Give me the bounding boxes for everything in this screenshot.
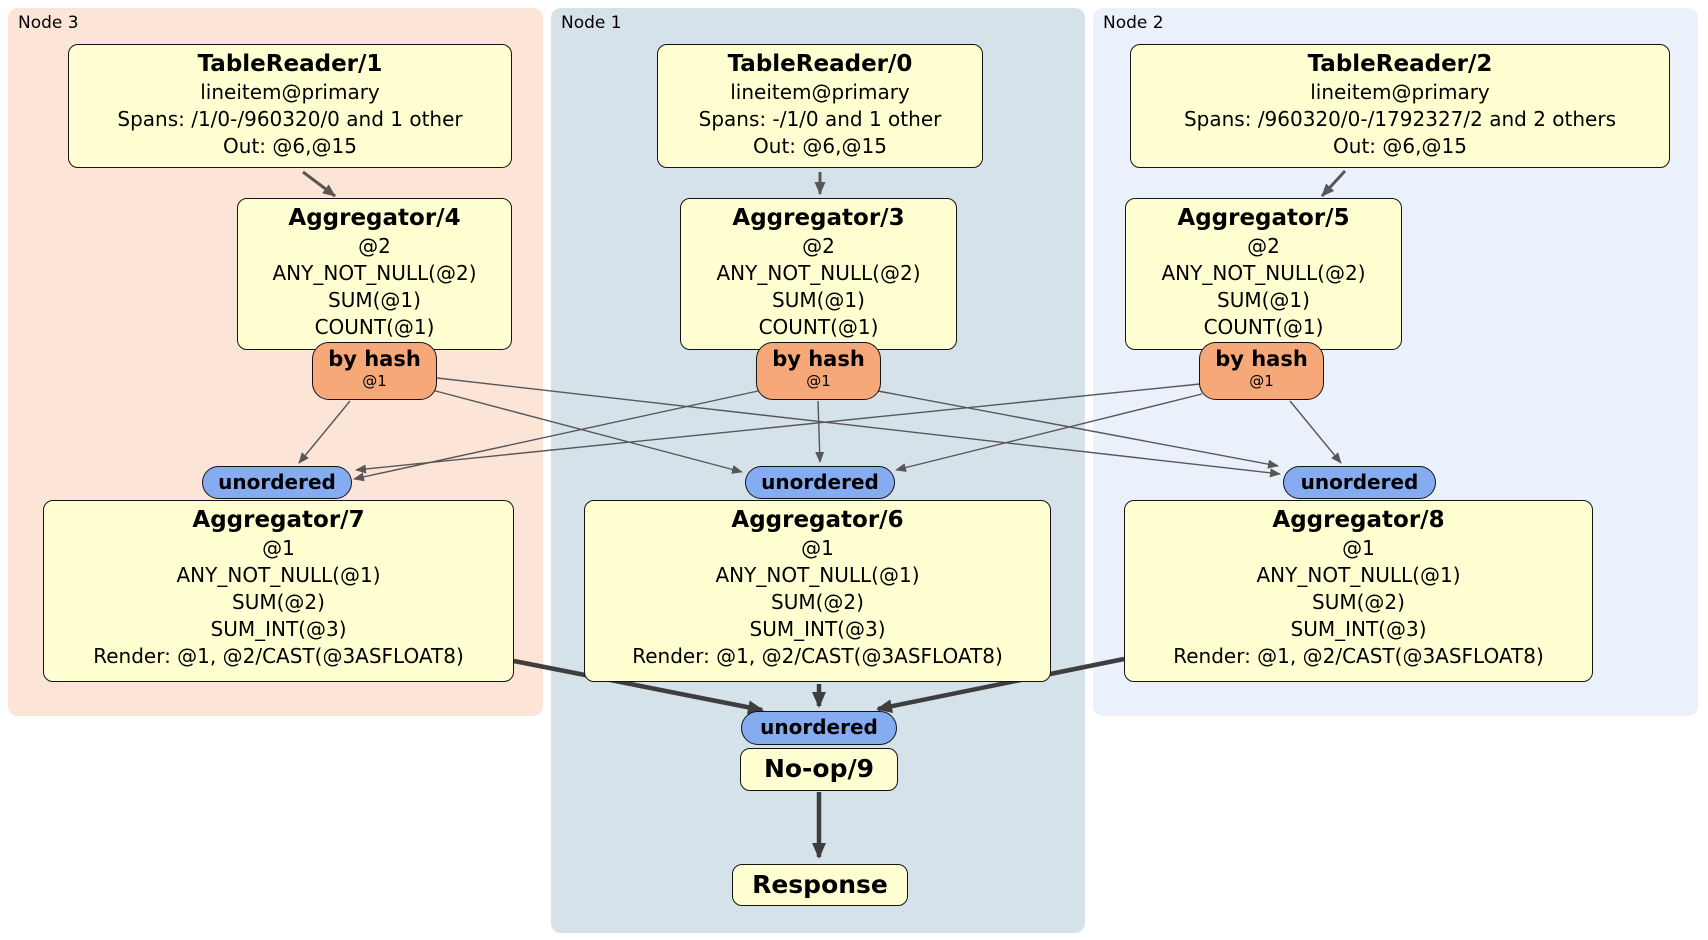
edge-hash5-sync8	[1289, 400, 1342, 464]
processor-title: TableReader/1	[197, 51, 383, 77]
processor-title: Aggregator/3	[732, 205, 905, 231]
processor-aggregator7: Aggregator/7 @1 ANY_NOT_NULL(@1) SUM(@2)…	[43, 500, 514, 682]
processor-detail: Render: @1, @2/CAST(@3ASFLOAT8)	[632, 644, 1003, 668]
processor-aggregator5: Aggregator/5 @2 ANY_NOT_NULL(@2) SUM(@1)…	[1125, 198, 1402, 350]
region-label-node3: Node 3	[18, 13, 79, 33]
edge-hash5-sync6	[895, 393, 1203, 472]
edge-hash4-sync6	[431, 389, 743, 474]
edge-tablereader1-aggregator4	[302, 170, 336, 198]
sync-unordered-6: unordered	[745, 466, 895, 499]
processor-detail: @2	[1247, 234, 1280, 258]
processor-tablereader0: TableReader/0 lineitem@primary Spans: -/…	[657, 44, 983, 168]
processor-title: Aggregator/5	[1177, 205, 1350, 231]
processor-detail: COUNT(@1)	[758, 315, 879, 339]
edge-hash3-sync6	[815, 400, 825, 463]
processor-detail: SUM(@1)	[328, 288, 421, 312]
processor-detail: ANY_NOT_NULL(@2)	[1161, 261, 1366, 285]
router-label: by hash	[328, 347, 421, 371]
processor-detail: COUNT(@1)	[314, 315, 435, 339]
processor-detail: SUM_INT(@3)	[210, 617, 347, 641]
processor-title: Aggregator/6	[731, 507, 904, 533]
processor-aggregator6: Aggregator/6 @1 ANY_NOT_NULL(@1) SUM(@2)…	[584, 500, 1051, 682]
processor-detail: ANY_NOT_NULL(@2)	[716, 261, 921, 285]
processor-detail: Out: @6,@15	[753, 134, 887, 158]
router-hash5: by hash @1	[1199, 342, 1324, 400]
router-hash4: by hash @1	[312, 342, 437, 400]
sync-unordered-final: unordered	[741, 711, 897, 745]
sync-unordered-8: unordered	[1283, 466, 1436, 499]
processor-title: TableReader/2	[1307, 51, 1493, 77]
processor-detail: Render: @1, @2/CAST(@3ASFLOAT8)	[93, 644, 464, 668]
processor-detail: SUM(@2)	[1312, 590, 1405, 614]
processor-tablereader2: TableReader/2 lineitem@primary Spans: /9…	[1130, 44, 1670, 168]
processor-detail: SUM(@2)	[771, 590, 864, 614]
processor-detail: ANY_NOT_NULL(@1)	[176, 563, 381, 587]
processor-noop: No-op/9	[740, 748, 898, 791]
region-label-node2: Node 2	[1103, 13, 1164, 33]
processor-aggregator4: Aggregator/4 @2 ANY_NOT_NULL(@2) SUM(@1)…	[237, 198, 512, 350]
processor-detail: COUNT(@1)	[1203, 315, 1324, 339]
edge-aggregator7-syncfinal	[513, 658, 764, 715]
edge-hash3-sync7	[353, 390, 759, 482]
router-hash3: by hash @1	[756, 342, 881, 400]
processor-detail: Out: @6,@15	[1333, 134, 1467, 158]
router-label: by hash	[772, 347, 865, 371]
edge-tablereader2-aggregator5	[1320, 169, 1347, 198]
processor-aggregator8: Aggregator/8 @1 ANY_NOT_NULL(@1) SUM(@2)…	[1124, 500, 1593, 682]
processor-detail: SUM(@1)	[1217, 288, 1310, 312]
processor-detail: lineitem@primary	[730, 80, 910, 104]
processor-title: TableReader/0	[727, 51, 913, 77]
processor-detail: Out: @6,@15	[223, 134, 357, 158]
processor-detail: @1	[262, 536, 295, 560]
edge-aggregator8-syncfinal	[876, 656, 1125, 714]
edge-hash5-sync7	[355, 383, 1201, 474]
processor-detail: Spans: /1/0-/960320/0 and 1 other	[117, 107, 463, 131]
processor-detail: @1	[801, 536, 834, 560]
region-label-node1: Node 1	[561, 13, 622, 33]
processor-detail: @2	[802, 234, 835, 258]
processor-detail: lineitem@primary	[200, 80, 380, 104]
processor-detail: Render: @1, @2/CAST(@3ASFLOAT8)	[1173, 644, 1544, 668]
router-key: @1	[1249, 372, 1274, 390]
processor-detail: ANY_NOT_NULL(@2)	[272, 261, 477, 285]
processor-title: No-op/9	[763, 754, 875, 783]
processor-response: Response	[732, 864, 908, 906]
router-label: by hash	[1215, 347, 1308, 371]
processor-detail: SUM_INT(@3)	[749, 617, 886, 641]
processor-detail: Spans: -/1/0 and 1 other	[698, 107, 942, 131]
sync-unordered-7: unordered	[202, 466, 352, 499]
processor-detail: SUM_INT(@3)	[1290, 617, 1427, 641]
processor-detail: lineitem@primary	[1310, 80, 1490, 104]
processor-detail: @2	[358, 234, 391, 258]
processor-title: Aggregator/8	[1272, 507, 1445, 533]
processor-tablereader1: TableReader/1 lineitem@primary Spans: /1…	[68, 44, 512, 168]
processor-title: Response	[752, 870, 888, 899]
processor-title: Aggregator/7	[192, 507, 365, 533]
processor-detail: ANY_NOT_NULL(@1)	[1256, 563, 1461, 587]
processor-detail: Spans: /960320/0-/1792327/2 and 2 others	[1183, 107, 1616, 131]
edge-hash4-sync8	[436, 377, 1281, 478]
processor-aggregator3: Aggregator/3 @2 ANY_NOT_NULL(@2) SUM(@1)…	[680, 198, 957, 350]
processor-detail: SUM(@1)	[772, 288, 865, 312]
processor-title: Aggregator/4	[288, 205, 461, 231]
router-key: @1	[362, 372, 387, 390]
processor-detail: @1	[1342, 536, 1375, 560]
processor-detail: SUM(@2)	[232, 590, 325, 614]
processor-detail: ANY_NOT_NULL(@1)	[715, 563, 920, 587]
router-key: @1	[806, 372, 831, 390]
edge-hash3-sync8	[877, 390, 1279, 469]
edge-hash4-sync7	[298, 400, 351, 464]
